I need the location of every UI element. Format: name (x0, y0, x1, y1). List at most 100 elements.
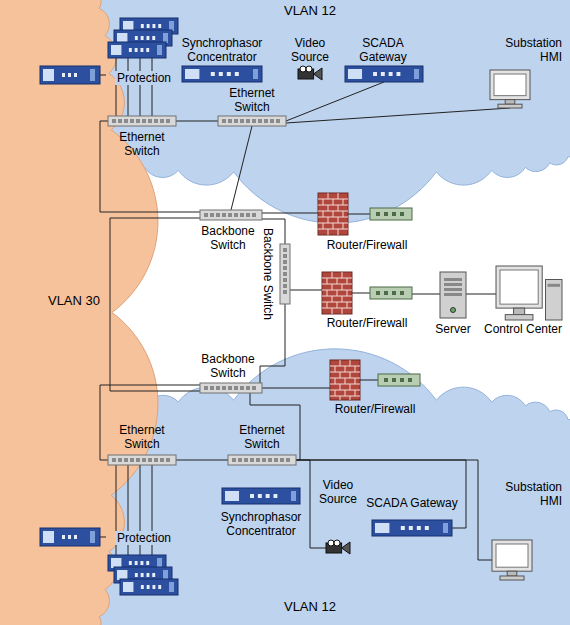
firewall-mortar (347, 302, 348, 308)
label-box: Server (425, 322, 481, 336)
firewall-mortar (343, 211, 344, 217)
device-body (40, 66, 100, 84)
switch-port (283, 272, 287, 276)
label-box: Router/Firewall (320, 316, 414, 330)
firewall-mortar (323, 211, 324, 217)
device-label: Backbone Switch (261, 228, 275, 320)
device-label: Router/Firewall (320, 238, 414, 252)
device-label: Router/Firewall (320, 316, 414, 330)
monitor-base (498, 104, 522, 108)
device-led (401, 526, 405, 530)
firewall-mortar (327, 290, 328, 296)
device-label: Ethernet Switch (214, 86, 290, 114)
switch-port (130, 458, 134, 462)
switch-port (136, 119, 140, 123)
unit-icon (372, 520, 452, 536)
monitor-frame (496, 266, 542, 308)
switch-port (222, 213, 226, 217)
monitor-stand (514, 308, 525, 314)
switch-port (222, 119, 226, 123)
device-body (108, 42, 166, 58)
firewall-mortar (355, 390, 356, 396)
switch-body (200, 383, 262, 393)
firewall-mortar (347, 290, 348, 296)
firewall-mortar (328, 193, 329, 199)
server-slot (444, 288, 462, 291)
camera-lens (314, 68, 322, 80)
network-device: Synchrophasor Concentrator (172, 36, 272, 82)
firewall-mortar (328, 205, 329, 211)
label-box: VLAN 30 (42, 294, 106, 308)
monitor-icon (492, 540, 532, 580)
device-panel (43, 531, 54, 543)
label-box: Protection (110, 68, 178, 86)
switch-port (264, 119, 268, 123)
switch-port (142, 119, 146, 123)
monitor-stand (505, 100, 515, 105)
device-led (417, 526, 421, 530)
network-device: SCADA Gateway (340, 36, 426, 82)
link-wire (360, 380, 378, 381)
label-box: Video Source (288, 36, 332, 64)
router-port (400, 291, 404, 295)
firewall-mortar (323, 223, 324, 229)
device-led (146, 36, 149, 40)
device-led (227, 72, 231, 76)
router-port (392, 212, 396, 216)
device-panel (90, 531, 95, 543)
stack-icon (108, 555, 178, 595)
label-box: Ethernet Switch (214, 86, 290, 114)
firewall-mortar (343, 199, 344, 205)
device-panel (291, 491, 296, 501)
network-device: Video Source (316, 478, 360, 556)
switch-port (258, 119, 262, 123)
firewall-mortar (328, 217, 329, 223)
device-led (135, 573, 138, 577)
monitor-icon (490, 70, 530, 108)
monitor-base (505, 315, 533, 320)
firewall-mortar (350, 396, 351, 400)
monitor-frame (490, 70, 530, 100)
switch-port (204, 386, 208, 390)
device-label: VLAN 12 (270, 4, 350, 18)
device-led (250, 494, 254, 498)
network-device: Ethernet Switch (214, 86, 290, 126)
switch-port (210, 213, 214, 217)
device-body (182, 66, 262, 82)
unit-icon (182, 66, 262, 82)
firewall-mortar (355, 378, 356, 384)
unit-icon (345, 66, 423, 82)
device-led (409, 526, 413, 530)
label-box: Video Source (316, 478, 360, 506)
device-panel (90, 69, 95, 81)
switch-port (148, 458, 152, 462)
firewall-mortar (350, 360, 351, 366)
firewall-wall (318, 193, 348, 235)
switch-port (238, 458, 242, 462)
stack-icon (108, 18, 178, 58)
switch-port (246, 119, 250, 123)
switch-port (252, 386, 256, 390)
label-box: Substation HMI (498, 480, 562, 508)
server-led (451, 308, 456, 313)
firewall-mortar (337, 302, 338, 308)
device-led (146, 48, 149, 52)
server-slot (444, 293, 462, 296)
switch-body (218, 116, 286, 126)
device-label: Synchrophasor Concentrator (172, 36, 272, 64)
monitor-screen (500, 270, 538, 304)
switch-icon (200, 210, 262, 220)
device-led (135, 48, 138, 52)
network-device: Ethernet Switch (104, 423, 180, 465)
firewall-mortar (327, 302, 328, 308)
firewall-mortar (328, 229, 329, 235)
switch-port (274, 458, 278, 462)
label-box: VLAN 12 (270, 600, 350, 614)
network-device: Protection (108, 528, 178, 595)
camera-icon (298, 66, 322, 82)
router-port (392, 291, 396, 295)
switch-port (246, 386, 250, 390)
leader-line (100, 75, 106, 76)
device-label: Substation HMI (498, 480, 562, 508)
firewall-mortar (342, 272, 343, 278)
